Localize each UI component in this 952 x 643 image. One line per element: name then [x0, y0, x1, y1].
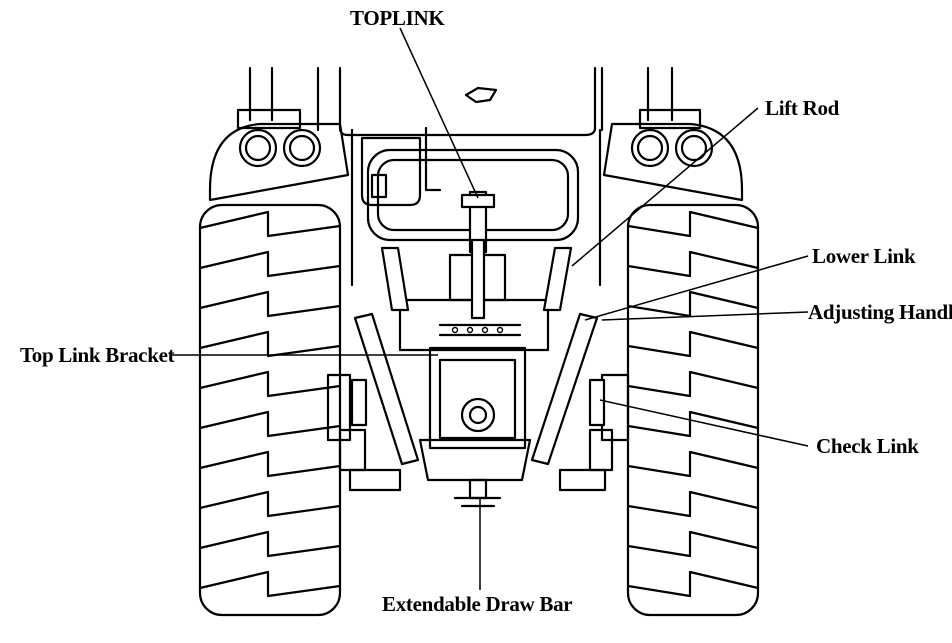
draw-bar: [453, 478, 502, 508]
leader-lines: [170, 27, 809, 590]
top-link-bracket-label: Top Link Bracket: [20, 343, 175, 367]
extendable-draw-bar-label: Extendable Draw Bar: [382, 592, 573, 616]
left-rear-tire: [198, 203, 342, 617]
lower-links: [353, 312, 599, 466]
toplink-label: TOPLINK: [350, 6, 445, 30]
lower-link-label: Lower Link: [812, 244, 916, 268]
axle-housings: [326, 373, 630, 492]
check-links: [350, 378, 606, 427]
lift-rods: [380, 246, 573, 312]
adjusting-handle-label: Adjusting Handle: [808, 300, 952, 324]
toplink: [460, 190, 496, 320]
rear-housing: [398, 253, 550, 482]
lift-rod-label: Lift Rod: [765, 96, 840, 120]
check-link-label: Check Link: [816, 434, 919, 458]
